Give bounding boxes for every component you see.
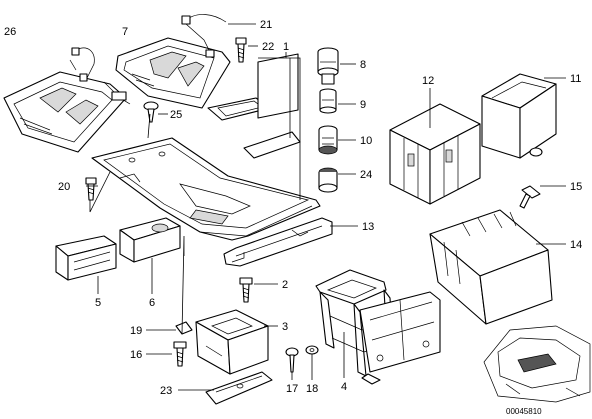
callout-9: 9 (360, 99, 366, 111)
part-11-module (481, 73, 557, 159)
callout-18: 18 (306, 383, 318, 395)
callout-26: 26 (4, 26, 16, 38)
callout-20: 20 (58, 181, 70, 193)
callout-15: 15 (570, 181, 582, 193)
part-3-holder (195, 309, 269, 375)
part-center-console (91, 137, 321, 241)
callout-12: 12 (422, 75, 434, 87)
callout-5: 5 (95, 297, 101, 309)
part-24-ring (318, 167, 338, 193)
part-7-trim-panel (115, 37, 231, 109)
callout-7: 7 (122, 26, 128, 38)
part-6-switch (119, 217, 181, 263)
callout-14: 14 (570, 239, 582, 251)
part-21-cable (181, 14, 227, 58)
callout-8: 8 (360, 59, 366, 71)
part-25-clip (143, 101, 159, 123)
callout-23: 23 (160, 385, 172, 397)
part-16-screw (173, 341, 187, 367)
callout-19: 19 (130, 325, 142, 337)
part-10-lighter (318, 125, 338, 155)
part-12-switch-block (389, 103, 481, 205)
part-15-screw (519, 185, 541, 209)
part-20-screw (85, 177, 97, 201)
callout-1: 1 (283, 41, 289, 53)
callout-21: 21 (260, 19, 272, 31)
callout-17: 17 (286, 383, 298, 395)
callout-3: 3 (282, 321, 288, 333)
callout-22: 22 (262, 41, 274, 53)
part-9-socket (319, 88, 337, 114)
callouts: 26 7 21 22 1 8 9 10 24 12 11 25 20 15 13… (4, 19, 582, 397)
callout-10: 10 (360, 135, 372, 147)
callout-13: 13 (362, 221, 374, 233)
callout-2: 2 (282, 279, 288, 291)
part-17-screw (285, 347, 299, 373)
part-13-bracket (223, 217, 333, 267)
part-18-washer (305, 345, 319, 355)
reference-code: 00045810 (506, 407, 542, 416)
callout-16: 16 (130, 349, 142, 361)
part-22-screw (235, 37, 247, 63)
part-14-housing (429, 209, 553, 325)
part-4-frame (315, 269, 441, 385)
callout-24: 24 (360, 169, 372, 181)
part-5-switch (55, 235, 117, 281)
vehicle-inset (483, 325, 591, 403)
part-2-screw (239, 277, 253, 303)
callout-4: 4 (341, 381, 347, 393)
callout-25: 25 (170, 109, 182, 121)
callout-11: 11 (570, 73, 581, 85)
part-8-lighter-element (317, 47, 339, 85)
part-1-cover (207, 53, 301, 159)
part-26-trim-bezel (3, 71, 127, 153)
part-23-strip (205, 371, 273, 405)
part-26-cable (69, 47, 131, 105)
part-19-clip (175, 321, 193, 335)
leader-lines (86, 23, 566, 391)
callout-6: 6 (149, 297, 155, 309)
